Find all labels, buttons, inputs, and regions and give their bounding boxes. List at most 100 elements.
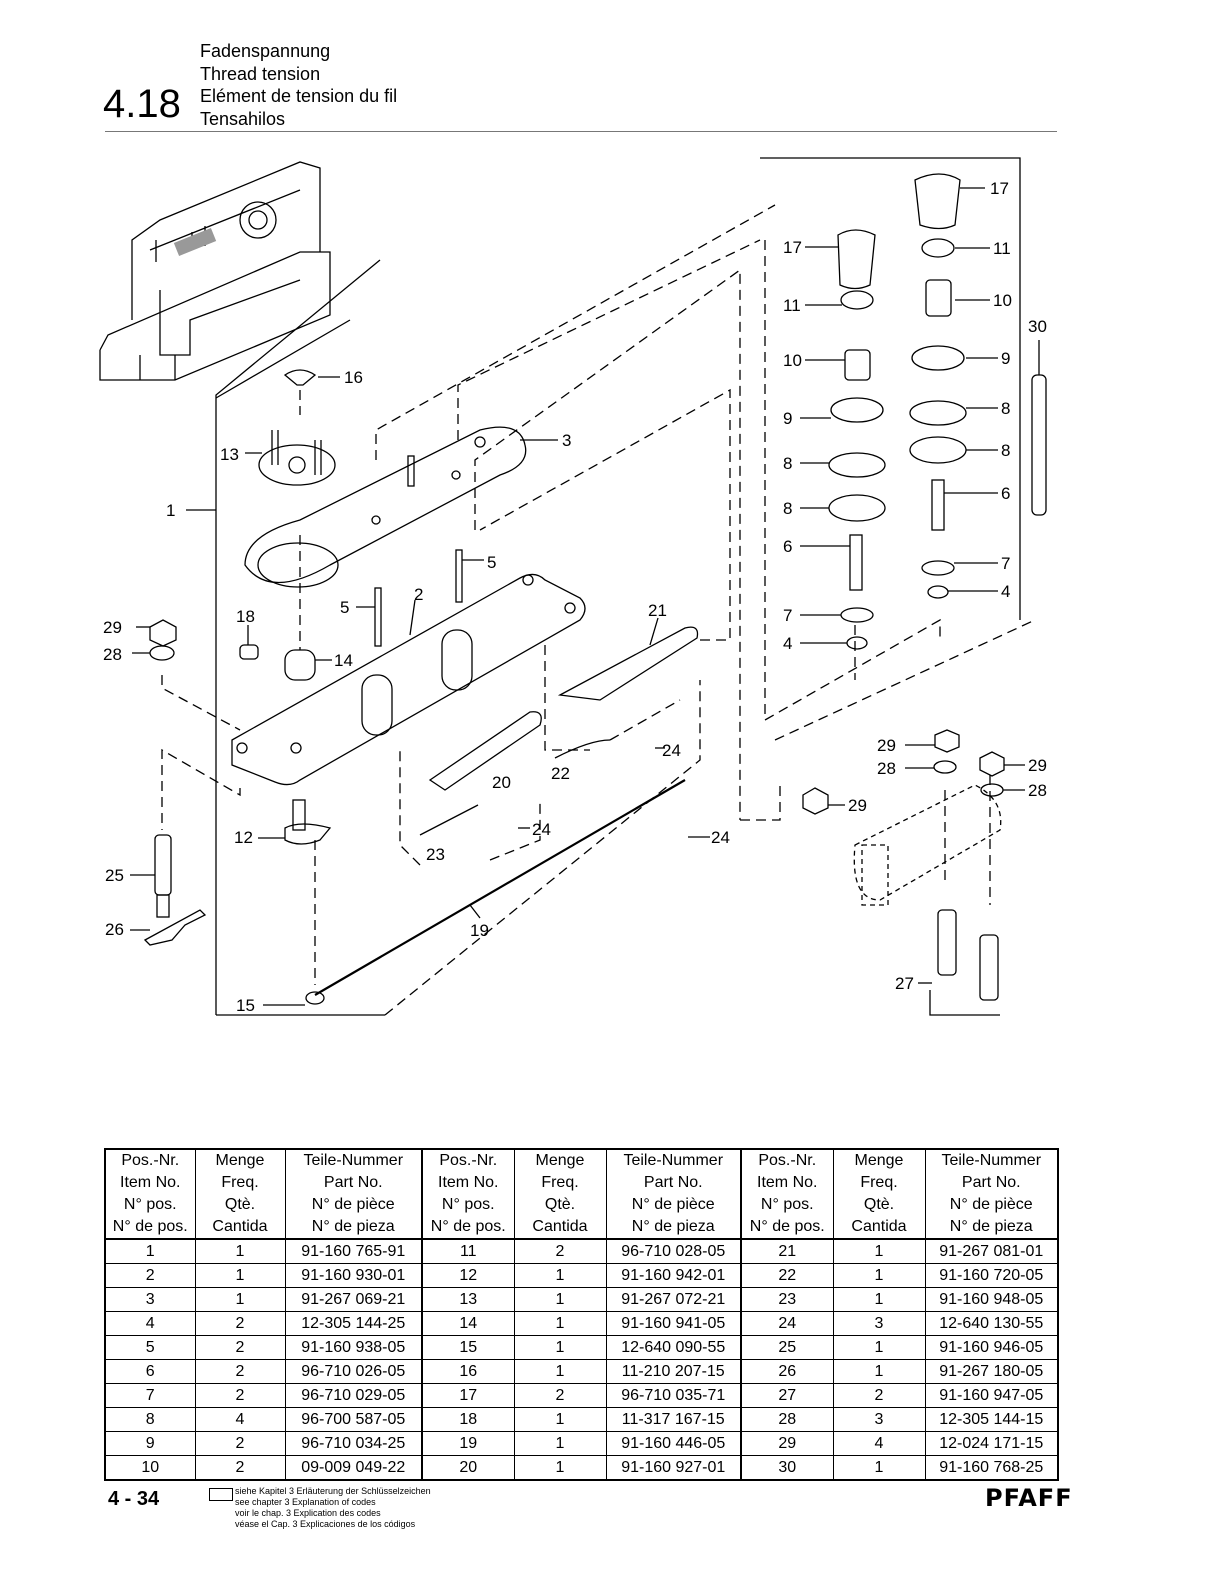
exploded-parts-diagram: 1 13 16 3 5 5 2 29 28 18 14 21 22 24 20 … <box>0 140 1225 1040</box>
qty-cell: 2 <box>513 1383 606 1408</box>
callout-29-lower: 29 <box>848 796 867 815</box>
qty-cell: 3 <box>832 1407 925 1432</box>
qty-cell: 2 <box>194 1455 285 1481</box>
qty-cell: 1 <box>513 1287 606 1312</box>
qty-cell: 2 <box>194 1431 285 1456</box>
header-part-number-line: N° de pieza <box>631 1218 715 1235</box>
callout-7-right: 7 <box>1001 554 1010 573</box>
header-quantity-line: Cantida <box>212 1218 268 1235</box>
pos-cell: 29 <box>740 1431 833 1456</box>
part-no-cell: 91-160 941-05 <box>605 1311 741 1336</box>
header-quantity-line: Freq. <box>860 1174 898 1191</box>
header-pos-number-line: N° de pos. <box>430 1218 506 1235</box>
part-no-cell: 11-317 167-15 <box>605 1407 741 1432</box>
callout-13: 13 <box>220 445 239 464</box>
callout-27: 27 <box>895 974 914 993</box>
callout-8-right-a: 8 <box>1001 399 1010 418</box>
part-no-cell: 91-267 072-21 <box>605 1287 741 1312</box>
page-footer: 4 - 34 siehe Kapitel 3 Erläuterung der S… <box>0 1480 1225 1580</box>
part-no-cell: 91-267 069-21 <box>284 1287 422 1312</box>
qty-cell: 4 <box>194 1407 285 1432</box>
header-pos-number-line: Pos.-Nr. <box>121 1152 180 1169</box>
callout-29-mid: 29 <box>877 736 896 755</box>
part-screw-18 <box>239 644 259 660</box>
header-quantity-line: Freq. <box>221 1174 259 1191</box>
tension-stack-middle <box>828 229 886 650</box>
pos-cell: 16 <box>421 1359 514 1384</box>
part-lever-20 <box>428 711 542 791</box>
section-title: Fadenspannung Thread tension Elément de … <box>200 40 397 130</box>
header-quantity-line: Cantida <box>851 1218 907 1235</box>
part-nut-29-left <box>149 619 177 647</box>
qty-cell: 1 <box>832 1455 925 1481</box>
part-no-cell: 96-700 587-05 <box>284 1407 422 1432</box>
part-no-cell: 12-305 144-25 <box>284 1311 422 1336</box>
part-no-cell: 91-160 930-01 <box>284 1263 422 1288</box>
qty-cell: 1 <box>194 1239 285 1264</box>
title-english: Thread tension <box>200 63 321 84</box>
part-washer-28-mid <box>933 760 957 774</box>
callout-11-right: 11 <box>993 239 1011 258</box>
header-part-number-line: Teile-Nummer <box>941 1152 1042 1169</box>
callout-8-mid-b: 8 <box>783 499 792 518</box>
callout-23: 23 <box>426 845 445 864</box>
header-part-number-line: N° de pièce <box>311 1196 395 1213</box>
qty-cell: 1 <box>194 1287 285 1312</box>
callout-28-left: 28 <box>103 645 122 664</box>
callout-22: 22 <box>551 764 570 783</box>
pos-cell: 15 <box>421 1335 514 1360</box>
callout-7-mid: 7 <box>783 606 792 625</box>
callout-1: 1 <box>166 501 175 520</box>
qty-cell: 2 <box>513 1239 606 1264</box>
part-no-cell: 11-210 207-15 <box>605 1359 741 1384</box>
callout-3: 3 <box>562 431 571 450</box>
header-part-number-line: N° de pieza <box>949 1218 1033 1235</box>
assembly-guide-lines <box>161 204 1036 985</box>
callout-29-right: 29 <box>1028 756 1047 775</box>
part-no-cell: 91-160 942-01 <box>605 1263 741 1288</box>
callout-29-left: 29 <box>103 618 122 637</box>
part-spacers-27 <box>929 909 1000 1016</box>
callout-8-mid-a: 8 <box>783 454 792 473</box>
callout-25: 25 <box>105 866 124 885</box>
header-pos-number-line: Pos.-Nr. <box>439 1152 498 1169</box>
header-pos-number-group-2: Pos.-Nr.Item No.N° pos.N° de pos. <box>421 1149 514 1239</box>
part-shaft-12 <box>284 799 332 845</box>
callout-21: 21 <box>648 601 667 620</box>
pos-cell: 6 <box>104 1359 195 1384</box>
header-part-number-line: Part No. <box>323 1174 383 1191</box>
qty-cell: 3 <box>832 1311 925 1336</box>
callout-26: 26 <box>105 920 124 939</box>
header-quantity-line: Cantida <box>532 1218 588 1235</box>
part-pin-5a <box>374 587 382 647</box>
pos-cell: 7 <box>104 1383 195 1408</box>
part-no-cell: 91-160 765-91 <box>284 1239 422 1264</box>
header-quantity-line: Menge <box>854 1152 904 1169</box>
callout-28-mid: 28 <box>877 759 896 778</box>
part-clip-15 <box>305 991 325 1005</box>
pos-cell: 12 <box>421 1263 514 1288</box>
qty-cell: 4 <box>832 1431 925 1456</box>
header-part-number-line: Part No. <box>961 1174 1021 1191</box>
pos-cell: 5 <box>104 1335 195 1360</box>
callout-30: 30 <box>1028 317 1047 336</box>
callout-24a: 24 <box>662 741 681 760</box>
header-part-number-line: N° de pièce <box>949 1196 1033 1213</box>
pos-cell: 25 <box>740 1335 833 1360</box>
legend-english: see chapter 3 Explanation of codes <box>235 1497 376 1507</box>
callout-11-mid: 11 <box>783 296 801 315</box>
callout-19: 19 <box>470 921 489 940</box>
part-no-cell: 12-305 144-15 <box>924 1407 1058 1432</box>
part-post-30 <box>1031 374 1047 516</box>
title-french: Elément de tension du fil <box>200 86 398 106</box>
pos-cell: 24 <box>740 1311 833 1336</box>
